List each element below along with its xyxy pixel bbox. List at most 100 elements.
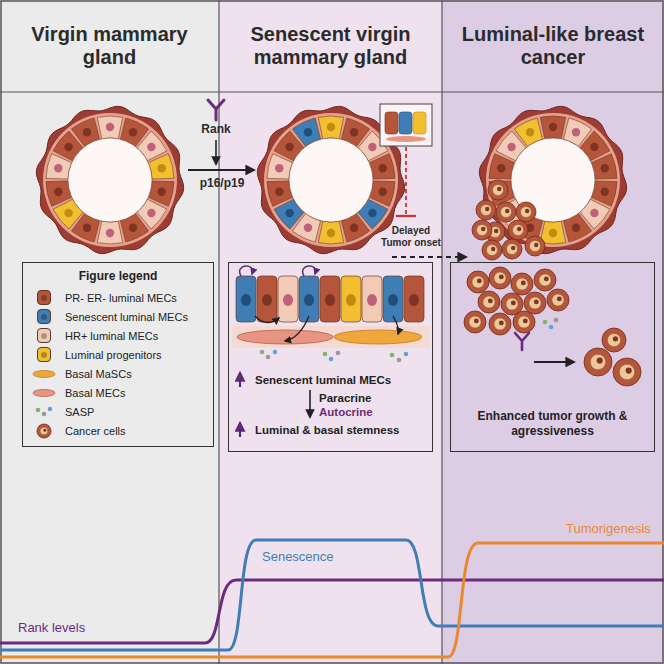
cancer-nucleus bbox=[590, 354, 605, 369]
cancer-cell bbox=[476, 200, 496, 220]
nucleus bbox=[83, 224, 91, 232]
panel-ground bbox=[0, 0, 219, 664]
legend-text: PR- ER- luminal MECs bbox=[65, 292, 177, 304]
gland-group bbox=[36, 106, 626, 260]
cancer-cell bbox=[478, 291, 500, 313]
sasp-dot bbox=[404, 352, 409, 357]
swatch-nucleus bbox=[41, 295, 47, 301]
autocrine-arrow bbox=[303, 266, 316, 276]
luminal-cell bbox=[148, 154, 174, 179]
legend-text: HR+ luminal MECs bbox=[65, 330, 158, 342]
nucleolus bbox=[597, 358, 603, 364]
panel: Luminal-like breast cancerEnhanced tumor… bbox=[442, 0, 664, 664]
basal-cell bbox=[237, 330, 333, 344]
sasp-dot bbox=[36, 407, 41, 412]
nucleolus bbox=[474, 318, 479, 323]
senescence-curve bbox=[0, 540, 664, 650]
cancer-nucleus bbox=[472, 276, 484, 288]
arrow bbox=[534, 361, 574, 363]
cancer-cell bbox=[513, 311, 535, 333]
nucleus bbox=[368, 209, 376, 217]
cancer-nucleus bbox=[539, 274, 551, 286]
cell bbox=[413, 112, 426, 134]
nucleus bbox=[275, 164, 283, 172]
nucleus bbox=[368, 143, 376, 151]
nucleus bbox=[262, 294, 272, 306]
curve-label: Senescence bbox=[262, 549, 372, 564]
nucleus bbox=[409, 294, 419, 306]
nucleolus bbox=[517, 227, 521, 231]
gland-wall bbox=[36, 106, 183, 253]
basal-cell bbox=[386, 136, 426, 142]
curve-label: Tumorigenesis bbox=[566, 521, 660, 536]
legend-text: Senescent luminal MECs bbox=[65, 311, 188, 323]
luminal-cell bbox=[369, 154, 395, 179]
lumen bbox=[289, 138, 373, 222]
nucleus bbox=[526, 128, 534, 136]
sasp-dot bbox=[323, 352, 328, 357]
nucleus bbox=[275, 188, 283, 196]
basal-layer bbox=[486, 113, 620, 247]
nucleus bbox=[346, 294, 356, 306]
node-text: Senescent luminal MECs bbox=[255, 373, 432, 387]
sasp-dot bbox=[48, 406, 53, 411]
cancer-cell bbox=[496, 202, 516, 222]
cancer-cell bbox=[472, 220, 492, 240]
nucleus bbox=[283, 294, 293, 306]
nucleus bbox=[507, 143, 515, 151]
nucleolus bbox=[626, 368, 632, 374]
zoom-box: Enhanced tumor growth & agressiveness bbox=[450, 262, 655, 452]
legend-row: Luminal progenitors bbox=[23, 345, 213, 364]
panel-heading: Virgin mammary gland bbox=[0, 23, 219, 69]
label-holder: Rank levels bbox=[18, 620, 118, 635]
cancer-cell bbox=[467, 271, 489, 293]
cancer-nucleus bbox=[469, 316, 481, 328]
paracrine-arrow bbox=[393, 316, 398, 334]
luminal-cell bbox=[267, 181, 293, 206]
nucleolus bbox=[494, 229, 498, 233]
panel-ground bbox=[442, 0, 664, 664]
cancer-nucleus bbox=[518, 316, 530, 328]
node-text: Autocrine bbox=[319, 405, 432, 419]
node-text: Figure legend bbox=[23, 263, 213, 288]
nucleus bbox=[304, 294, 314, 306]
cancer-nucleus bbox=[507, 244, 518, 255]
swatch-nucleus bbox=[41, 352, 47, 358]
legend-swatch bbox=[37, 290, 51, 305]
nucleus bbox=[106, 229, 114, 237]
dashed-arrow bbox=[392, 256, 466, 258]
nucleus bbox=[549, 229, 557, 237]
legend-text: Basal MECs bbox=[65, 387, 126, 399]
nucleus bbox=[158, 164, 166, 172]
nucleus bbox=[572, 224, 580, 232]
legend-icon bbox=[31, 423, 57, 439]
nucleus bbox=[327, 123, 335, 131]
legend-box: Figure legendPR- ER- luminal MECsSenesce… bbox=[22, 262, 214, 447]
nucleolus bbox=[613, 336, 618, 341]
cancer-nucleus bbox=[487, 245, 498, 256]
sasp-dot bbox=[273, 350, 278, 355]
cancer-cell bbox=[489, 313, 511, 335]
legend-icon bbox=[31, 385, 57, 401]
legend-row: SASP bbox=[23, 402, 213, 421]
luminal-cell bbox=[299, 276, 319, 322]
paracrine-arrow bbox=[255, 316, 279, 323]
luminal-cell bbox=[404, 276, 424, 322]
cancer-cell bbox=[524, 292, 546, 314]
nucleus bbox=[304, 224, 312, 232]
cancer-cell bbox=[534, 269, 556, 291]
nucleus bbox=[601, 188, 609, 196]
cancer-nucleus bbox=[40, 427, 48, 435]
luminal-cell bbox=[320, 276, 340, 322]
cancer-cell bbox=[525, 236, 545, 256]
stroma bbox=[232, 326, 430, 348]
node-text: Paracrine bbox=[319, 391, 432, 405]
cancer-cell bbox=[37, 424, 51, 438]
nucleus bbox=[304, 128, 312, 136]
luminal-cell bbox=[97, 116, 122, 139]
nucleolus bbox=[521, 280, 526, 285]
swatch-nucleus bbox=[41, 314, 47, 320]
legend-row: Basal MECs bbox=[23, 383, 213, 402]
sasp-dot bbox=[397, 358, 402, 363]
